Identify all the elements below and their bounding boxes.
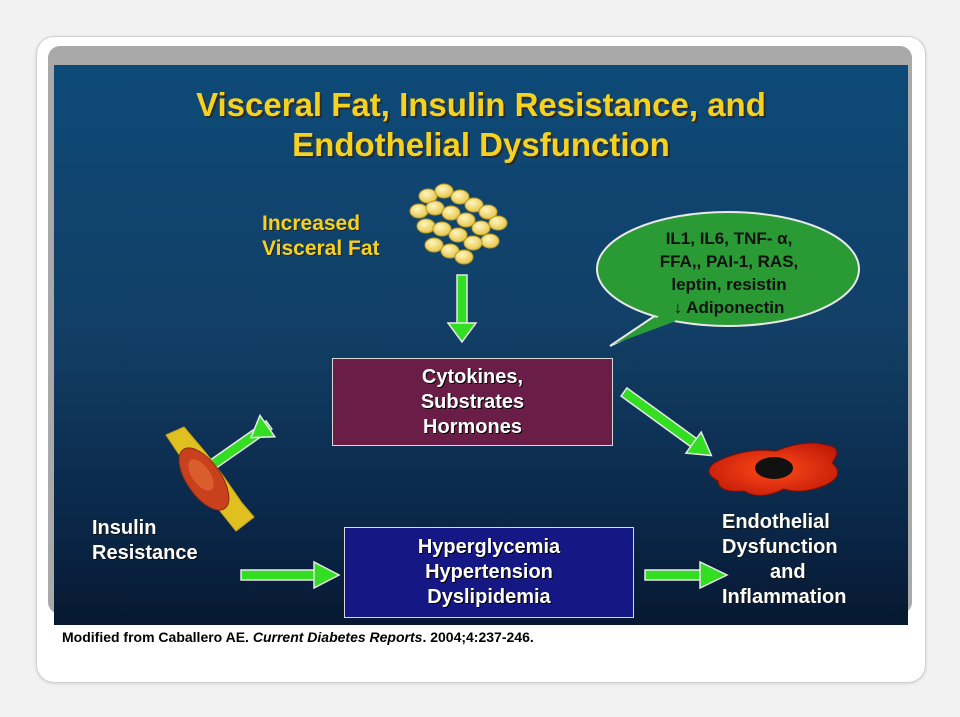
bubble-line-3: leptin, resistin <box>624 273 834 296</box>
endothelial-label: Endothelial Dysfunction and Inflammation <box>722 510 882 610</box>
title-line-2: Endothelial Dysfunction <box>54 125 908 165</box>
endothelial-line-2: Dysfunction <box>722 535 882 560</box>
visceral-fat-label-line-2: Visceral Fat <box>262 236 380 261</box>
fat-cells-icon <box>410 184 507 264</box>
insulin-resistance-line-1: Insulin <box>92 516 198 541</box>
bubble-text: IL1, IL6, TNF- α, FFA,, PAI-1, RAS, lept… <box>624 227 834 319</box>
conditions-line-1: Hyperglycemia <box>418 535 560 560</box>
citation-journal: Current Diabetes Reports <box>253 629 423 645</box>
citation-text: Modified from Caballero AE. Current Diab… <box>62 629 534 645</box>
title-line-1: Visceral Fat, Insulin Resistance, and <box>54 85 908 125</box>
slide-title: Visceral Fat, Insulin Resistance, and En… <box>54 85 908 165</box>
citation-footer: Modified from Caballero AE. Current Diab… <box>54 625 908 651</box>
cytokines-box: Cytokines, Substrates Hormones <box>332 358 613 446</box>
insulin-resistance-label: Insulin Resistance <box>92 516 198 566</box>
cytokines-line-2: Substrates <box>421 390 524 415</box>
visceral-fat-label: Increased Visceral Fat <box>262 211 380 261</box>
arrow-down-right-icon <box>616 381 719 466</box>
arrow-right-icon <box>241 562 339 588</box>
citation-prefix: Modified from Caballero AE. <box>62 629 253 645</box>
arrow-right-icon <box>645 562 727 588</box>
endothelial-cell-icon <box>709 443 838 496</box>
endothelial-line-3: and <box>760 560 882 585</box>
endothelial-line-1: Endothelial <box>722 510 882 535</box>
slide: Visceral Fat, Insulin Resistance, and En… <box>54 65 908 651</box>
conditions-line-3: Dyslipidemia <box>427 585 550 610</box>
bubble-line-4: ↓ Adiponectin <box>624 296 834 319</box>
bubble-line-2: FFA,, PAI-1, RAS, <box>624 250 834 273</box>
cytokines-line-1: Cytokines, <box>422 365 523 390</box>
cytokines-line-3: Hormones <box>423 415 522 440</box>
conditions-box: Hyperglycemia Hypertension Dyslipidemia <box>344 527 634 618</box>
endothelial-line-4: Inflammation <box>722 585 882 610</box>
bubble-line-1: IL1, IL6, TNF- α, <box>624 227 834 250</box>
conditions-line-2: Hypertension <box>425 560 553 585</box>
insulin-resistance-line-2: Resistance <box>92 541 198 566</box>
citation-suffix: . 2004;4:237-246. <box>422 629 533 645</box>
visceral-fat-label-line-1: Increased <box>262 211 380 236</box>
arrow-down-icon <box>448 275 476 342</box>
